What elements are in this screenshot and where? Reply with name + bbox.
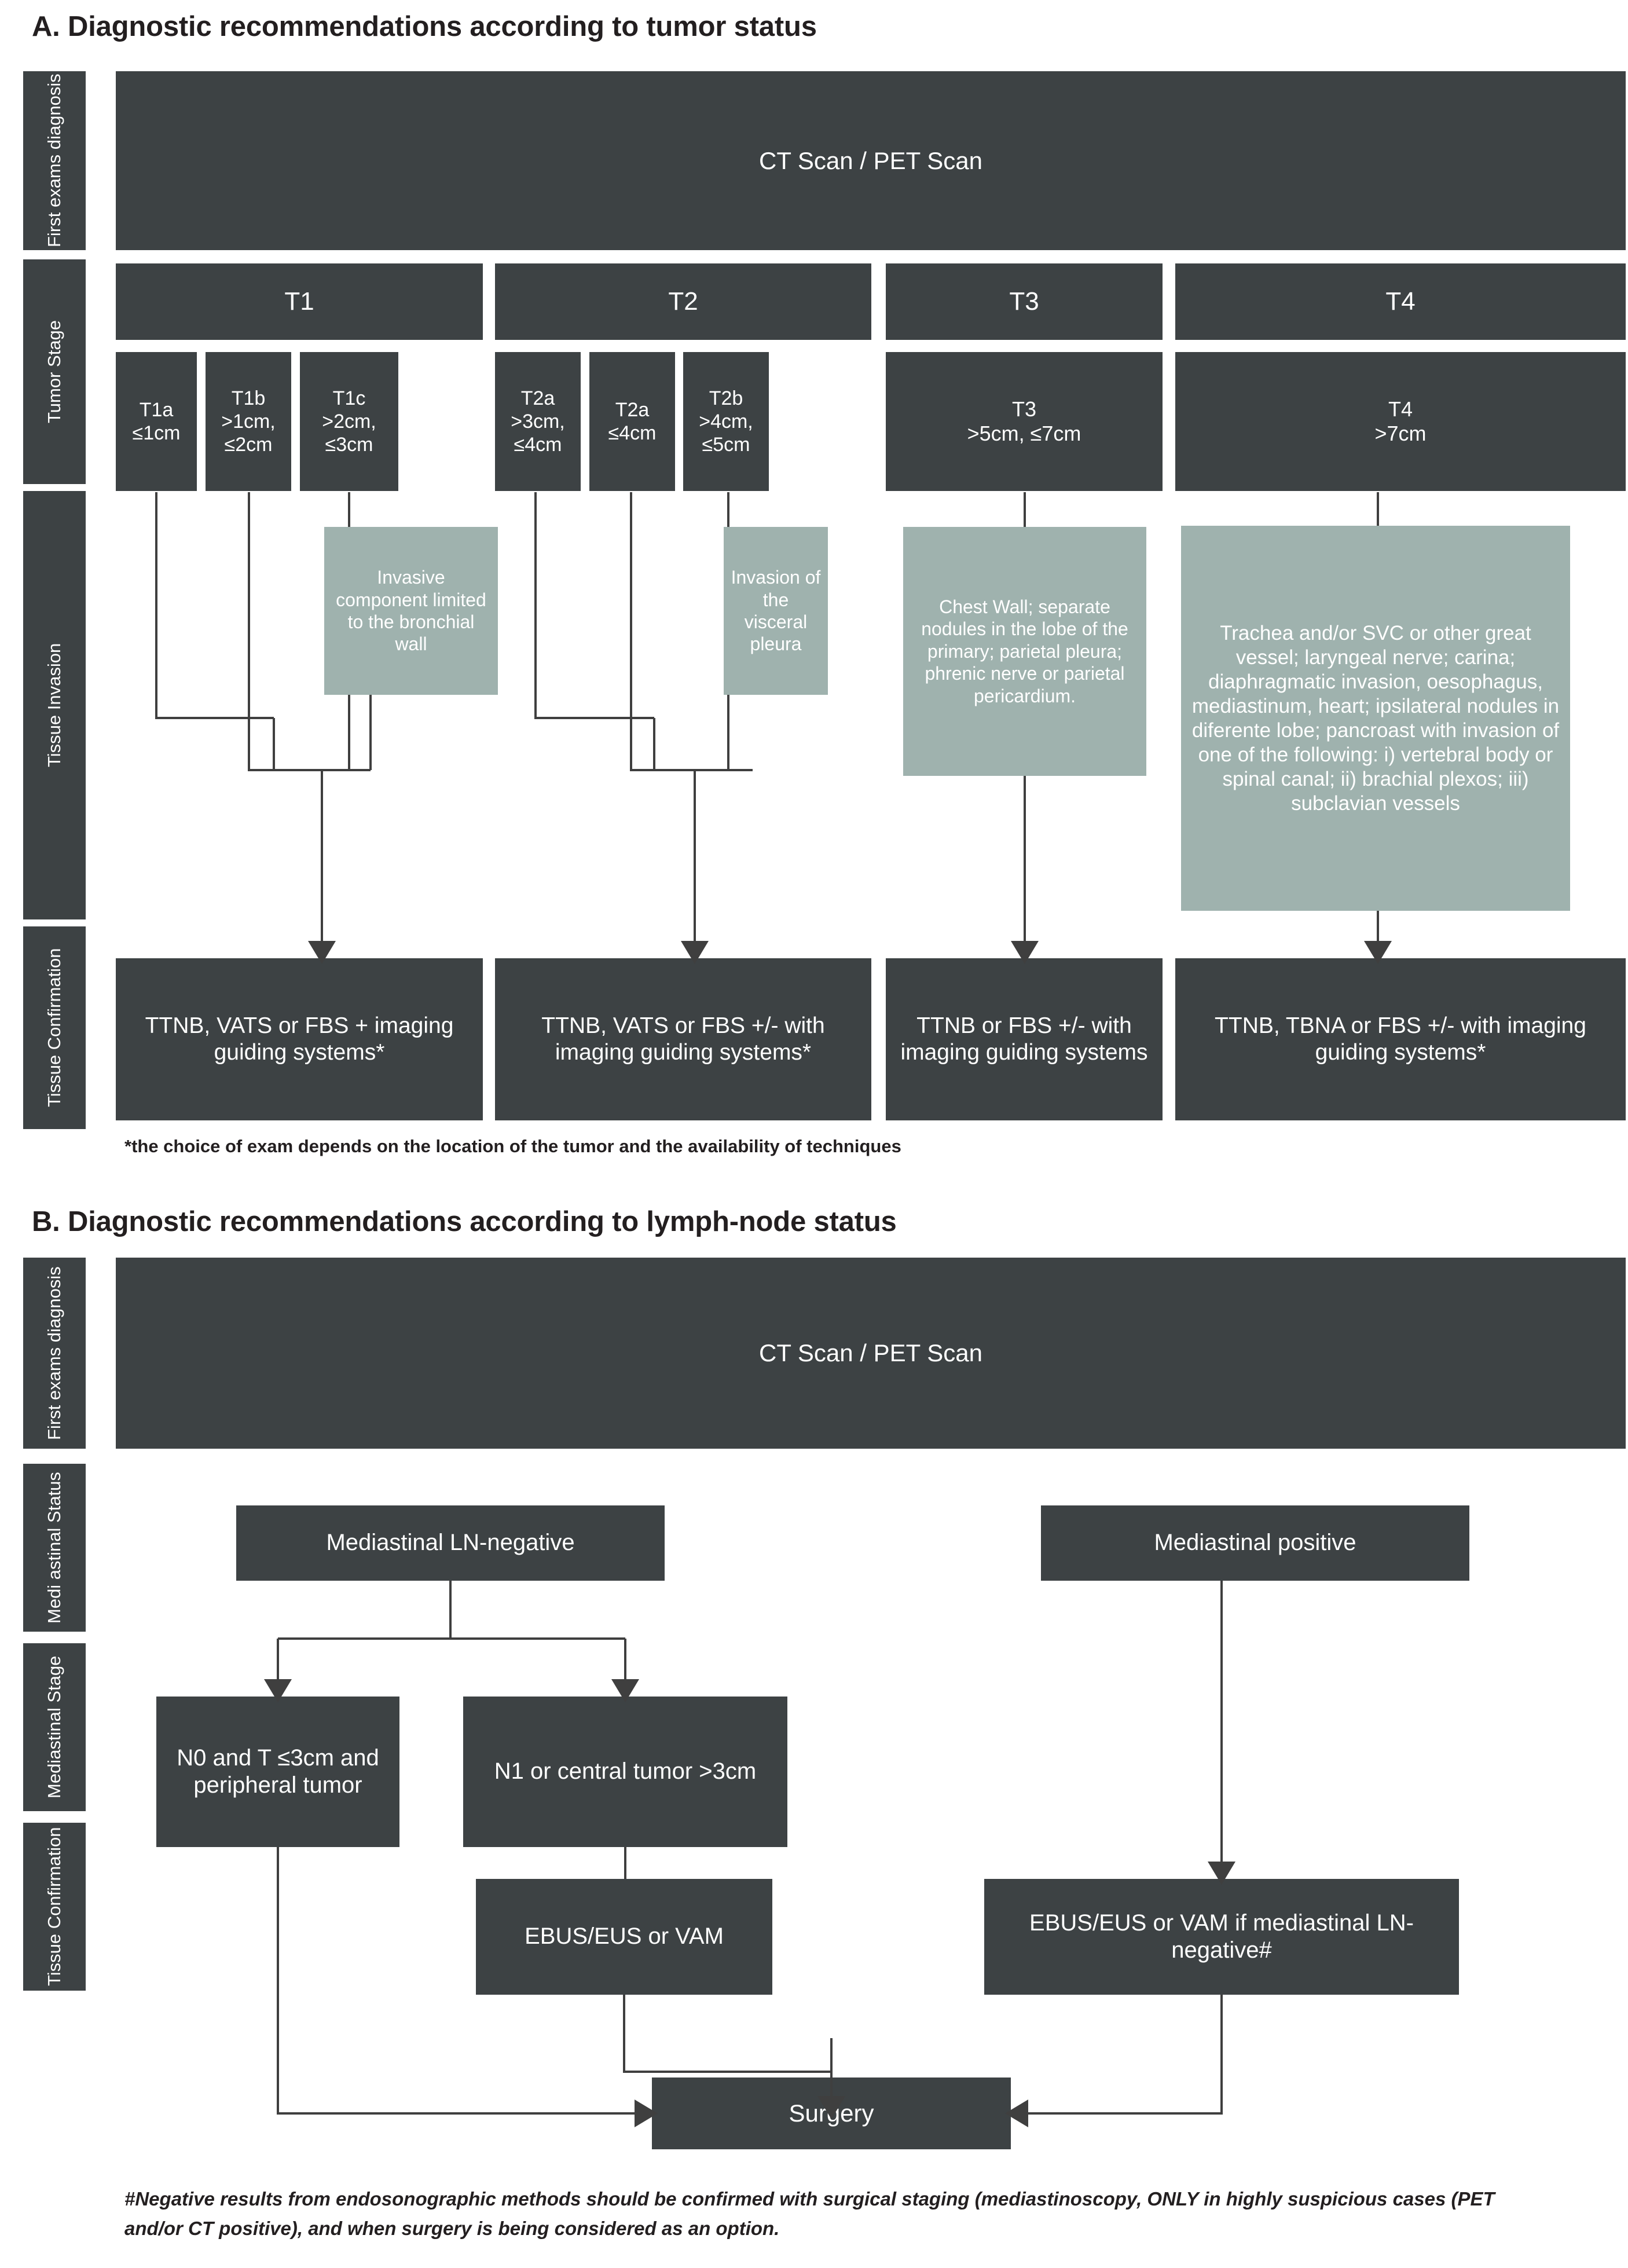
row-label-mediastinal-status: Medi astinal Status: [23, 1464, 86, 1632]
status-box-mediastinal-positive: Mediastinal positive: [1041, 1505, 1469, 1581]
substage-label: T2a ≤4cm: [608, 398, 657, 444]
confirmation-box-t4: TTNB, TBNA or FBS +/- with imaging guidi…: [1175, 958, 1626, 1120]
panel-a-footnote: *the choice of exam depends on the locat…: [124, 1136, 901, 1156]
substage-box-t1c: T1c >2cm, ≤3cm: [300, 352, 398, 491]
stage-box-t1: T1: [116, 263, 483, 340]
confirmation-box-t2: TTNB, VATS or FBS +/- with imaging guidi…: [495, 958, 871, 1120]
substage-label: T2a >3cm, ≤4cm: [511, 387, 565, 456]
stage-box-n0-peripheral: N0 and T ≤3cm and peripheral tumor: [156, 1697, 399, 1847]
substage-box-t2a-1: T2a >3cm, ≤4cm: [495, 352, 581, 491]
substage-box-t1a: T1a ≤1cm: [116, 352, 197, 491]
row-label-tissue-confirmation-a: Tissue Confirmation: [23, 926, 86, 1129]
status-box-mediastinal-ln-negative: Mediastinal LN-negative: [236, 1505, 665, 1581]
invasion-box-bronchial-wall: Invasive component limited to the bronch…: [324, 527, 498, 695]
stage-box-t4: T4: [1175, 263, 1626, 340]
substage-box-t2a-2: T2a ≤4cm: [589, 352, 675, 491]
substage-label: T1c >2cm, ≤3cm: [322, 387, 376, 456]
first-exams-box-b: CT Scan / PET Scan: [116, 1258, 1626, 1449]
row-label-first-exams-diagnosis-b: First exams diagnosis: [23, 1258, 86, 1449]
invasion-box-visceral-pleura: Invasion of the visceral pleura: [724, 527, 828, 695]
first-exams-box-a: CT Scan / PET Scan: [116, 71, 1626, 250]
substage-label: T2b >4cm, ≤5cm: [699, 387, 753, 456]
row-label-tissue-confirmation-b: Tissue Confirmation: [23, 1823, 86, 1991]
substage-label: T1b >1cm, ≤2cm: [221, 387, 276, 456]
invasion-box-t4-structures: Trachea and/or SVC or other great vessel…: [1181, 526, 1570, 911]
stage-box-t3: T3: [886, 263, 1163, 340]
panel-b-title: B. Diagnostic recommendations according …: [32, 1206, 897, 1237]
panel-b-footnote: #Negative results from endosonographic m…: [124, 2188, 1495, 2240]
panel-a-title: A. Diagnostic recommendations according …: [32, 11, 817, 42]
substage-label: T4 >7cm: [1374, 397, 1427, 445]
substage-label: T3 >5cm, ≤7cm: [967, 397, 1081, 445]
row-label-tissue-invasion: Tissue Invasion: [23, 491, 86, 919]
confirmation-box-t3: TTNB or FBS +/- with imaging guiding sys…: [886, 958, 1163, 1120]
substage-box-t2b: T2b >4cm, ≤5cm: [683, 352, 769, 491]
substage-box-t1b: T1b >1cm, ≤2cm: [206, 352, 291, 491]
confirmation-box-ebus-eus-vam-if-ln-negative: EBUS/EUS or VAM if mediastinal LN-negati…: [984, 1879, 1459, 1995]
confirmation-box-t1: TTNB, VATS or FBS + imaging guiding syst…: [116, 958, 483, 1120]
substage-label: T1a ≤1cm: [132, 398, 181, 444]
row-label-mediastinal-stage: Mediastinal Stage: [23, 1643, 86, 1811]
confirmation-box-ebus-eus-vam: EBUS/EUS or VAM: [476, 1879, 772, 1995]
row-label-tumor-stage: Tumor Stage: [23, 259, 86, 484]
substage-box-t4: T4 >7cm: [1175, 352, 1626, 491]
substage-box-t3: T3 >5cm, ≤7cm: [886, 352, 1163, 491]
row-label-first-exams-diagnosis-a: First exams diagnosis: [23, 71, 86, 250]
invasion-box-chest-wall: Chest Wall; separate nodules in the lobe…: [903, 527, 1146, 776]
stage-box-t2: T2: [495, 263, 871, 340]
surgery-box: Surgery: [652, 2078, 1011, 2149]
stage-box-n1-central: N1 or central tumor >3cm: [463, 1697, 787, 1847]
